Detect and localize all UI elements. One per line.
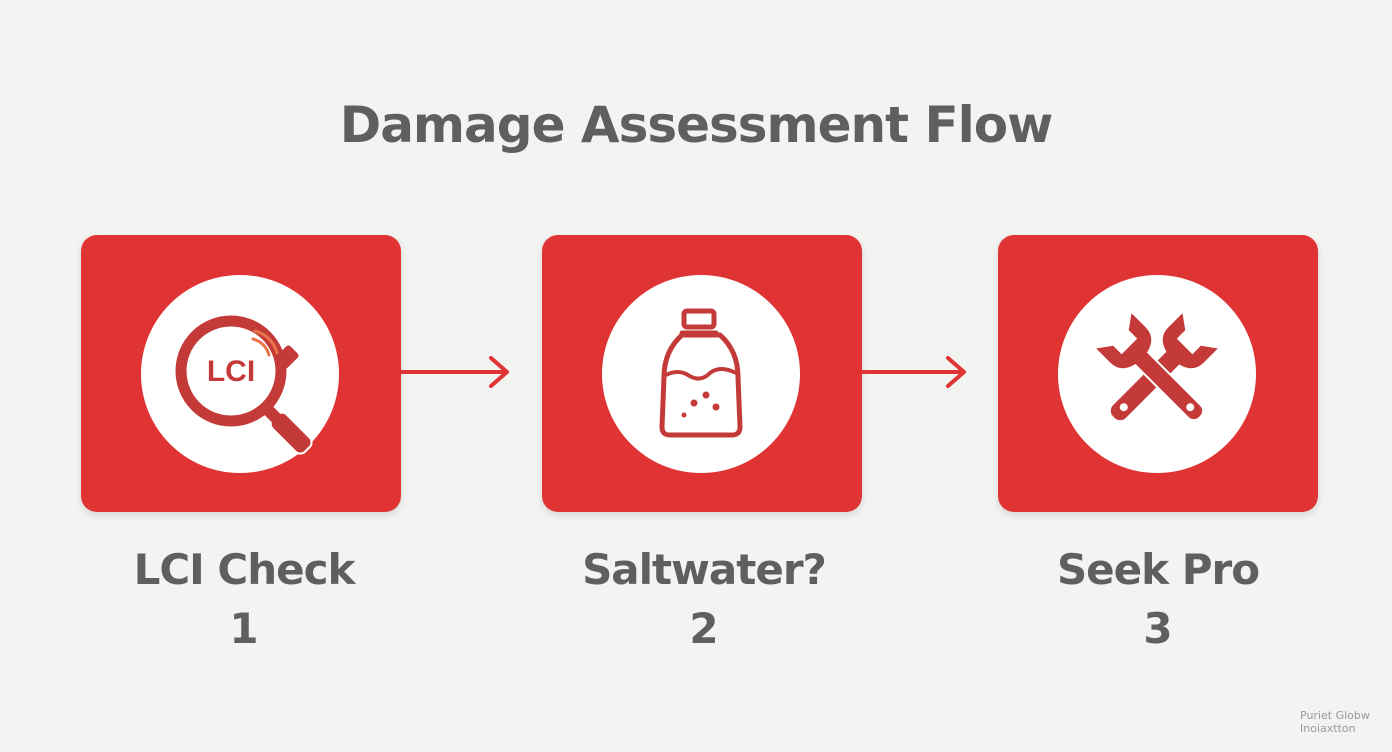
- magnifier-lci-icon: LCI: [175, 315, 313, 455]
- arrow-1-to-2: [401, 356, 509, 388]
- watermark-line-2: Inoiaxtton: [1300, 722, 1356, 735]
- step-3-label: Seek Pro: [1056, 545, 1260, 594]
- watermark: Puriet Globw Inoiaxtton: [1300, 709, 1390, 735]
- watermark-line-1: Puriet Globw: [1300, 709, 1370, 722]
- diagram-title: Damage Assessment Flow: [339, 96, 1054, 154]
- step-2-icon-circle: [602, 275, 800, 473]
- step-1-label: LCI Check: [133, 545, 356, 594]
- arrow-2-to-3: [862, 356, 966, 388]
- step-1-card: LCI: [81, 235, 401, 512]
- step-1-icon-circle: LCI: [141, 275, 339, 473]
- step-1-number: 1: [229, 604, 259, 653]
- step-2-number: 2: [689, 604, 719, 653]
- salt-shaker-icon: [659, 308, 743, 438]
- lci-icon-text: LCI: [207, 355, 255, 388]
- step-2-label: Saltwater?: [582, 545, 827, 594]
- step-2-card: [542, 235, 862, 512]
- step-3-icon-circle: [1058, 275, 1256, 473]
- crossed-wrenches-icon: [1096, 313, 1218, 422]
- step-3-card: [998, 235, 1318, 512]
- step-3-number: 3: [1143, 604, 1173, 653]
